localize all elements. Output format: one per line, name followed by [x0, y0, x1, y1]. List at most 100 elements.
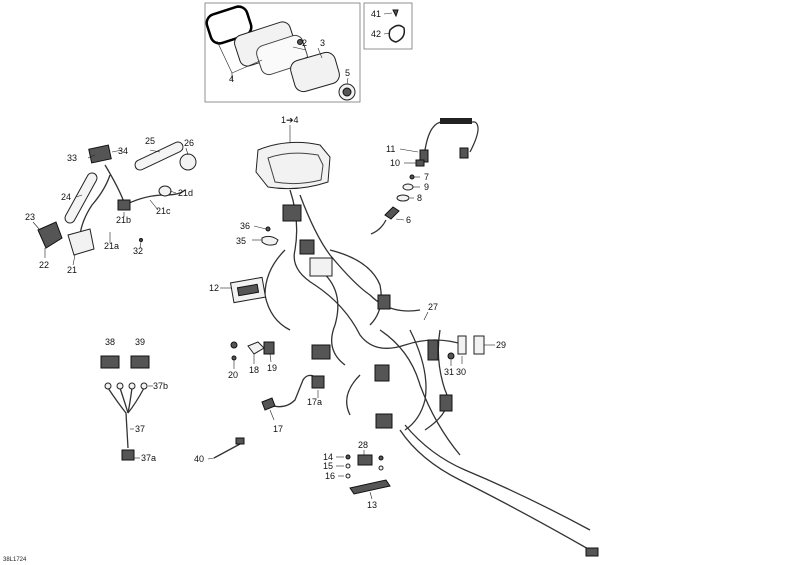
connector-part — [375, 413, 393, 429]
sensor-group — [370, 118, 479, 235]
connector-part — [427, 339, 439, 361]
callout-39: 39 — [135, 337, 145, 347]
callout-6: 6 — [406, 215, 411, 225]
gauge-face-part — [290, 51, 340, 93]
fuse-block-slot — [236, 283, 260, 297]
callout-10: 10 — [390, 158, 400, 168]
nut-part-9 — [402, 183, 414, 191]
relay-mount-group — [336, 450, 391, 500]
connector-part — [439, 394, 453, 412]
callout-12: 12 — [209, 283, 219, 293]
clip-part — [392, 9, 399, 18]
callout-31: 31 — [444, 367, 454, 377]
right-connectors — [423, 311, 495, 366]
callout-5: 5 — [345, 68, 350, 78]
callout-36: 36 — [240, 221, 250, 231]
connector-21d-part — [158, 185, 172, 197]
bracket-part — [261, 235, 279, 246]
callout-37a: 37a — [141, 453, 156, 463]
connector-part — [459, 147, 469, 159]
sensor-part — [384, 206, 400, 220]
switch-part-38 — [100, 355, 120, 369]
screw-part-32 — [139, 238, 143, 242]
callout-23: 23 — [25, 212, 35, 222]
washer-part — [378, 465, 384, 471]
cable-40-part — [235, 437, 245, 445]
accessory-switch-harness — [100, 355, 153, 461]
switch-housing-part — [67, 228, 95, 256]
callout-17a: 17a — [307, 397, 322, 407]
callout-42: 42 — [371, 29, 381, 39]
callout-8: 8 — [417, 193, 422, 203]
sensor-18-part — [247, 341, 265, 355]
callout-labels: 41 42 2 3 4 5 1➔4 11 10 7 9 8 6 25 26 33… — [3, 9, 506, 563]
callout-25: 25 — [145, 136, 155, 146]
cable-40 — [207, 437, 245, 460]
cluster-bezel — [267, 152, 324, 185]
switch-part-39 — [130, 355, 150, 369]
fuse-block — [220, 276, 267, 304]
callout-21: 21 — [67, 265, 77, 275]
callout-35: 35 — [236, 236, 246, 246]
callout-40: 40 — [194, 454, 204, 464]
small-gauge-center — [342, 87, 352, 97]
callout-2: 2 — [302, 38, 307, 48]
callout-21a: 21a — [104, 241, 119, 251]
callout-28: 28 — [358, 440, 368, 450]
callout-30: 30 — [456, 367, 466, 377]
cluster-screw-part — [297, 39, 303, 45]
callout-9: 9 — [424, 182, 429, 192]
hose-fill — [65, 173, 97, 223]
connector-30-part — [457, 335, 467, 355]
connector-29-part — [473, 335, 485, 355]
callout-19: 19 — [267, 363, 277, 373]
cluster-assembly-part — [255, 141, 331, 190]
terminal-part — [128, 382, 136, 390]
sensor-harness-17 — [230, 341, 325, 421]
washer-part-15 — [345, 463, 351, 469]
bracket-group — [252, 225, 279, 246]
terminal-part — [140, 382, 148, 390]
washer-part-8 — [396, 194, 410, 202]
callout-29: 29 — [496, 340, 506, 350]
callout-21c: 21c — [156, 206, 171, 216]
terminal-part — [104, 382, 112, 390]
hose-fill — [135, 142, 183, 170]
callout-4: 4 — [229, 74, 234, 84]
callout-37b: 37b — [153, 381, 168, 391]
diagram-code: 38L1724 — [3, 557, 27, 563]
callout-26: 26 — [184, 138, 194, 148]
clip-inset — [363, 2, 413, 50]
callout-15: 15 — [323, 461, 333, 471]
callout-22: 22 — [39, 260, 49, 270]
callout-21b: 21b — [116, 215, 131, 225]
callout-37: 37 — [135, 424, 145, 434]
callout-7: 7 — [424, 172, 429, 182]
brake-housing-part — [37, 221, 63, 249]
terminal-part — [116, 382, 124, 390]
relay-28-part — [357, 454, 373, 466]
sensor-19-part — [263, 341, 275, 355]
connector-part — [377, 294, 391, 310]
grip-heater-switch-part — [88, 144, 112, 164]
connector-part — [374, 364, 390, 382]
screw-part-14 — [345, 454, 351, 460]
callout-11: 11 — [386, 144, 395, 154]
callout-3: 3 — [320, 38, 325, 48]
callout-32: 32 — [133, 246, 143, 256]
callout-34: 34 — [118, 146, 128, 156]
screw-part — [265, 226, 271, 232]
connector-part — [117, 199, 131, 211]
connector-part — [121, 449, 135, 461]
plug-31-part — [447, 352, 455, 360]
callout-27: 27 — [428, 302, 438, 312]
nut-part — [415, 159, 425, 167]
main-harness — [255, 125, 599, 557]
grommet-part — [388, 24, 406, 43]
callout-13: 13 — [367, 500, 377, 510]
nut-part-16 — [345, 473, 351, 479]
callout-33: 33 — [67, 153, 77, 163]
callout-41: 41 — [371, 9, 381, 19]
callout-21d: 21d — [178, 188, 193, 198]
